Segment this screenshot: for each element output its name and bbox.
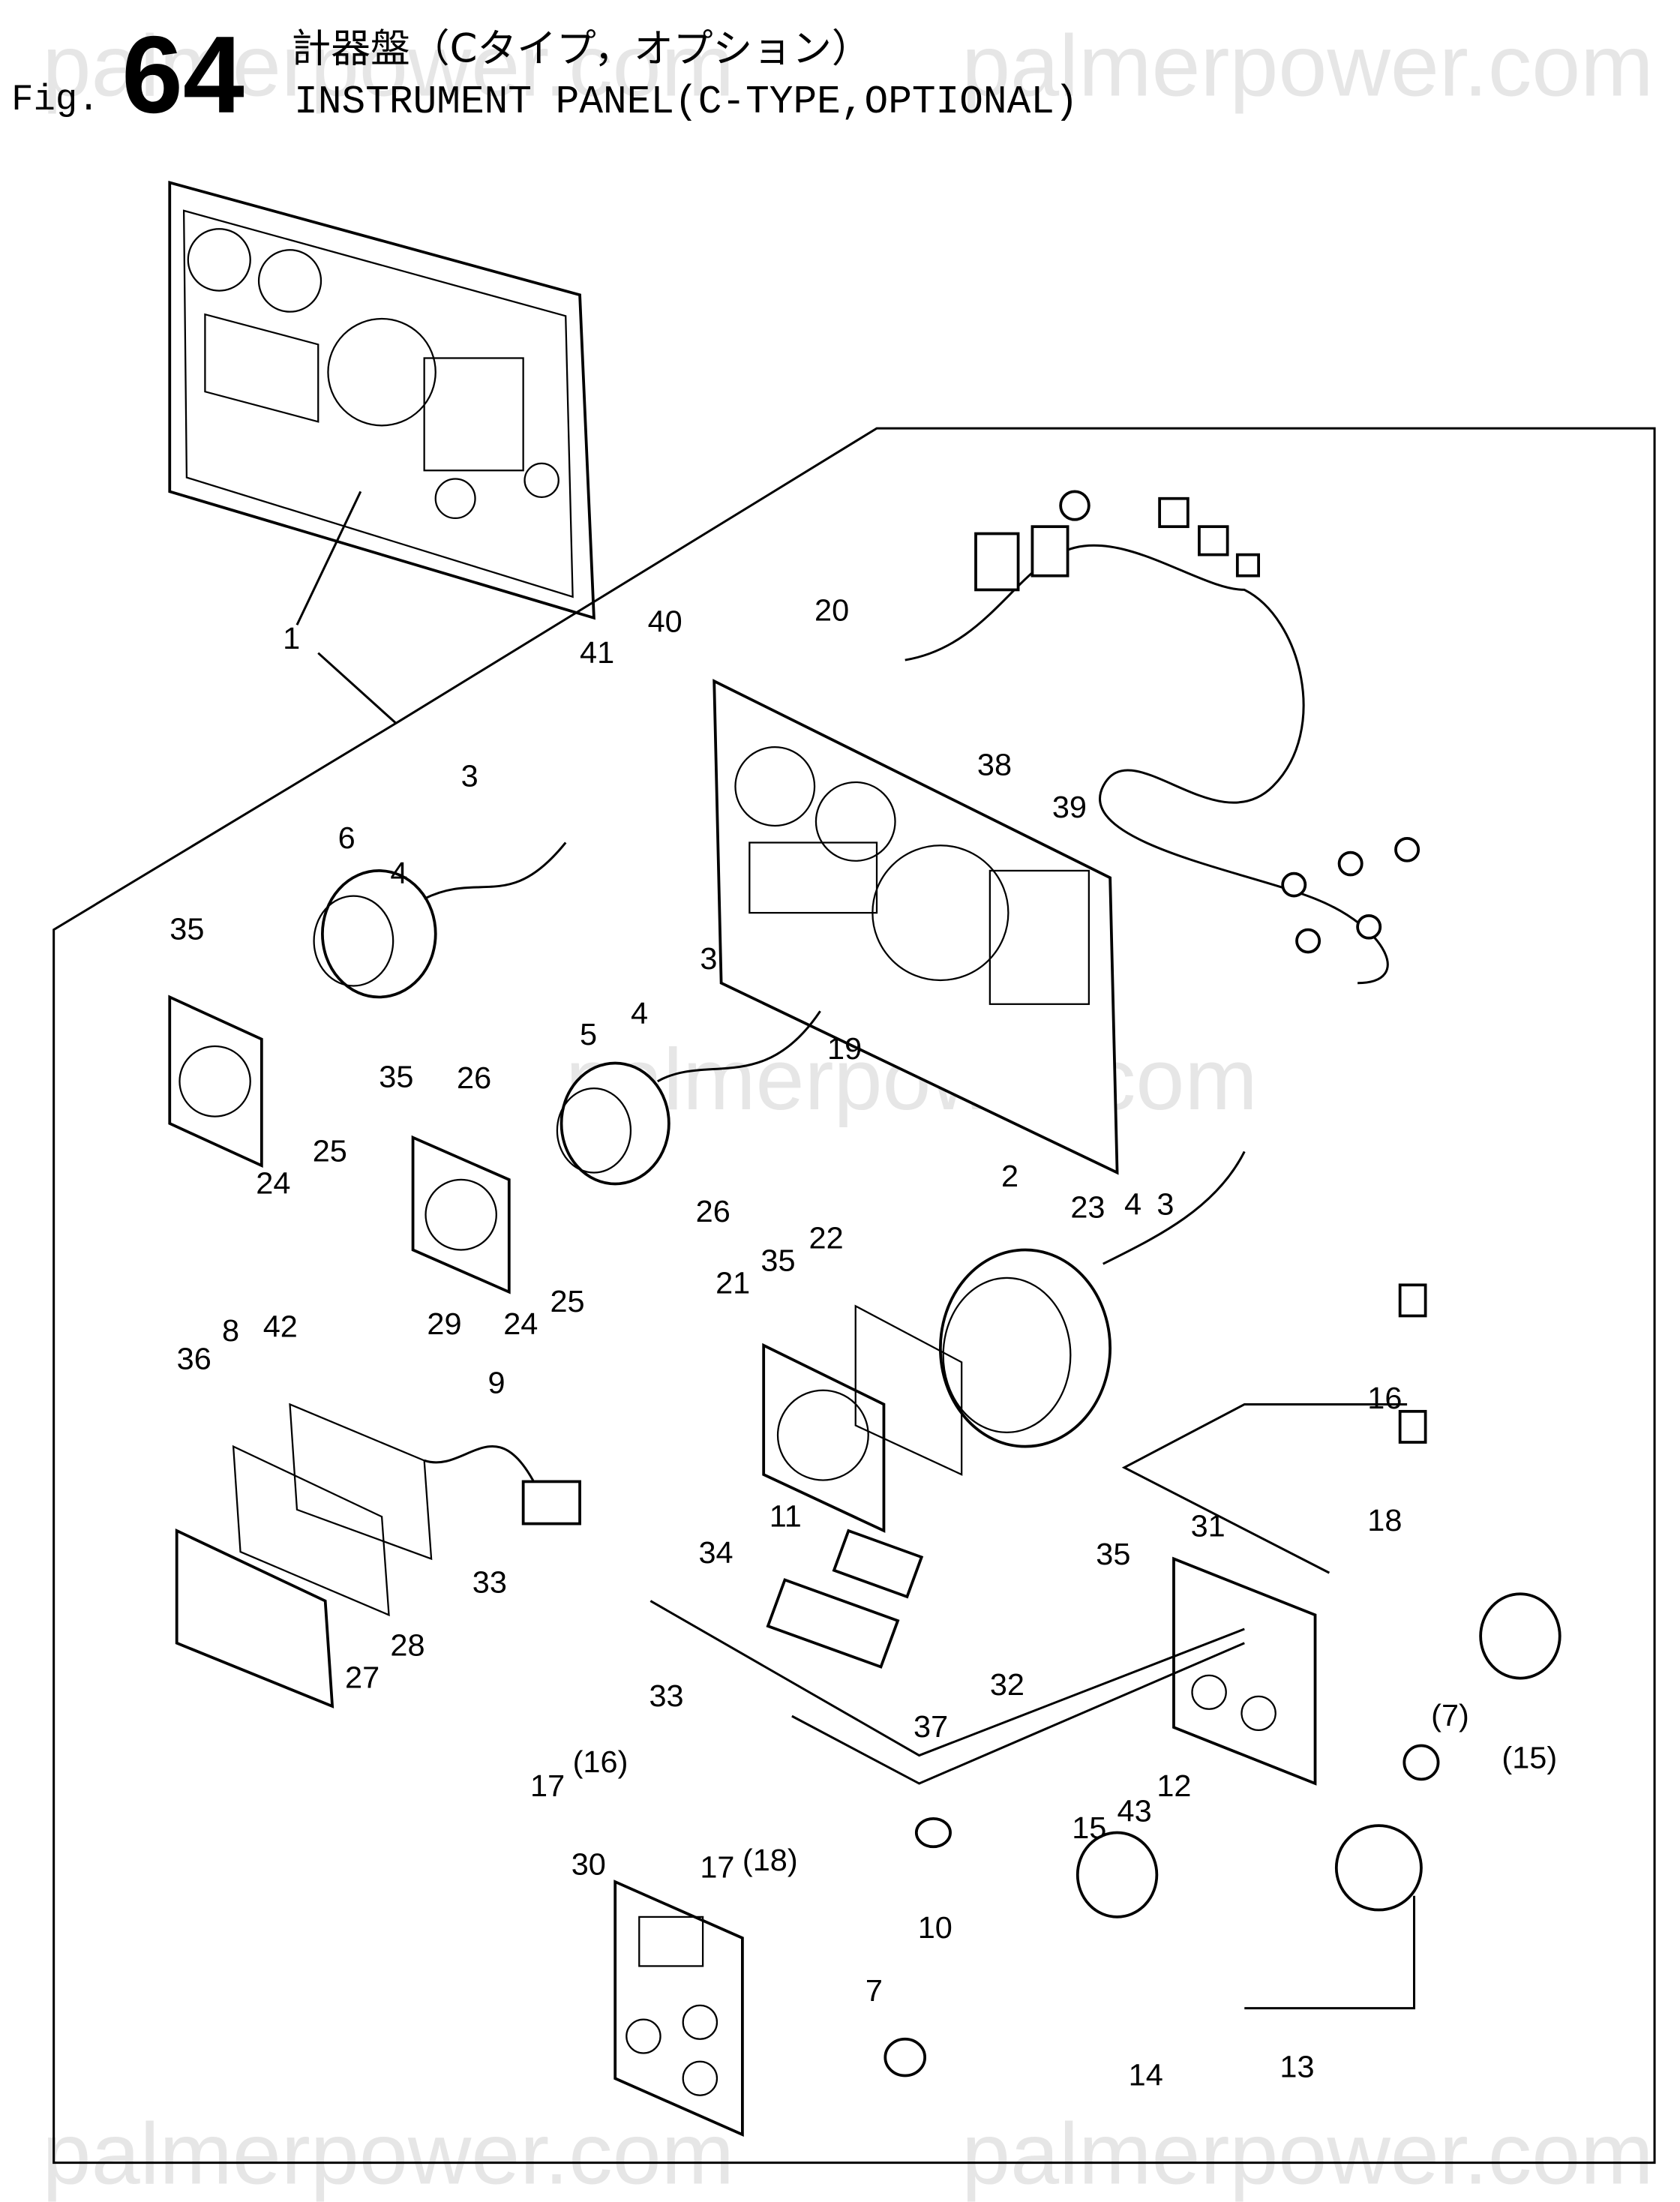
watermark: palmerpower.com (962, 17, 1654, 115)
callout-label: 31 (1191, 1509, 1226, 1544)
callout-label: 33 (472, 1564, 507, 1599)
bezel-24b (411, 1135, 511, 1294)
callout-label: 35 (760, 1244, 795, 1278)
callout-label: 16 (1367, 1381, 1402, 1415)
gauge-2 (938, 1150, 1246, 1448)
callout-label: 29 (427, 1306, 461, 1341)
callout-label: 40 (648, 604, 682, 639)
callout-label: 9 (488, 1366, 506, 1400)
callout-label: 22 (809, 1221, 844, 1256)
callout-label: 20 (814, 593, 849, 628)
misc-parts (650, 1283, 1562, 2078)
callout-label: 33 (649, 1678, 683, 1713)
callout-label: 43 (1118, 1794, 1152, 1828)
callout-label: 21 (716, 1266, 750, 1300)
meter-8 (175, 1402, 581, 1708)
callout-label: 32 (990, 1667, 1024, 1702)
callout-label: 39 (1052, 790, 1087, 824)
assembly-boundary (52, 427, 1656, 2164)
gauge-6 (313, 842, 567, 999)
callout-label: (15) (1502, 1741, 1557, 1775)
callout-label: 2 (1001, 1159, 1018, 1193)
callout-label: 7 (866, 1973, 883, 2008)
callout-label: 4 (390, 856, 407, 890)
gauge-5 (556, 1010, 821, 1186)
watermark: palmerpower.com (43, 2105, 735, 2202)
callout-label: 36 (177, 1342, 212, 1376)
callout-label: 28 (390, 1628, 424, 1663)
watermark: palmerpower.com (962, 2105, 1654, 2202)
callout-label: 5 (580, 1017, 597, 1052)
callout-label: 26 (696, 1194, 730, 1228)
callout-label: 8 (222, 1313, 239, 1348)
callout-label: 3 (1156, 1187, 1174, 1222)
callout-label: 24 (503, 1306, 538, 1341)
bezel-24 (168, 994, 263, 1168)
plate-30 (614, 1880, 744, 2138)
switch-panel-31 (1172, 1556, 1317, 1786)
callout-label: 4 (631, 996, 648, 1030)
callout-label: 3 (461, 759, 478, 794)
callout-label: 12 (1156, 1768, 1191, 1803)
title-english: INSTRUMENT PANEL(C-TYPE,OPTIONAL) (294, 80, 1078, 124)
callout-label: 35 (379, 1059, 413, 1094)
callout-label: 1 (283, 621, 300, 656)
callout-label: 30 (572, 1847, 606, 1882)
callout-label: 35 (170, 912, 204, 946)
callout-label: 37 (914, 1709, 948, 1744)
callout-label: 35 (1096, 1537, 1130, 1571)
callout-label: 11 (770, 1498, 802, 1533)
callout-label: 25 (313, 1134, 347, 1168)
mounting-plate (712, 679, 1119, 1175)
callout-label: (18) (742, 1843, 798, 1877)
callout-label: 27 (345, 1660, 380, 1695)
callout-labels: 1 41 40 20 38 39 3 6 4 35 26 24 25 3 4 5… (170, 593, 1557, 2092)
callout-label: 38 (977, 748, 1012, 782)
callout-label: 14 (1129, 2058, 1163, 2092)
callout-label: 4 (1124, 1187, 1142, 1222)
callout-label: 15 (1072, 1810, 1106, 1845)
bezel-21 (762, 1304, 963, 1533)
callout-label: 42 (263, 1310, 298, 1344)
fig-number: 64 (122, 14, 244, 136)
title-japanese: 計器盤（Cタイプ，オプション） (291, 26, 871, 72)
callout-label: 3 (700, 941, 717, 976)
callout-label: 18 (1367, 1503, 1402, 1538)
callout-label: 23 (1070, 1190, 1105, 1225)
wiring-harness (904, 490, 1420, 985)
callout-label: 41 (580, 635, 614, 670)
callout-label: 19 (827, 1031, 862, 1066)
callout-label: 17 (700, 1850, 734, 1885)
callout-label: (7) (1431, 1698, 1469, 1732)
callout-label: 13 (1280, 2049, 1314, 2084)
callout-label: 26 (457, 1060, 491, 1095)
watermark: palmerpower.com (43, 17, 735, 115)
callout-label: 34 (698, 1535, 733, 1570)
callout-label: 24 (256, 1166, 290, 1201)
figure-title: Fig. 64 計器盤（Cタイプ，オプション） INSTRUMENT PANEL… (11, 14, 1078, 136)
callout-label: 25 (550, 1284, 584, 1318)
callout-label: 17 (530, 1768, 565, 1803)
fig-prefix: Fig. (11, 79, 100, 121)
assembled-instrument-panel (168, 180, 596, 626)
callout-label: 10 (918, 1910, 952, 1945)
callout-label: (16) (573, 1744, 628, 1779)
callout-label: 6 (338, 820, 356, 855)
watermarks: palmerpower.com palmerpower.com palmerpo… (43, 17, 1654, 2202)
